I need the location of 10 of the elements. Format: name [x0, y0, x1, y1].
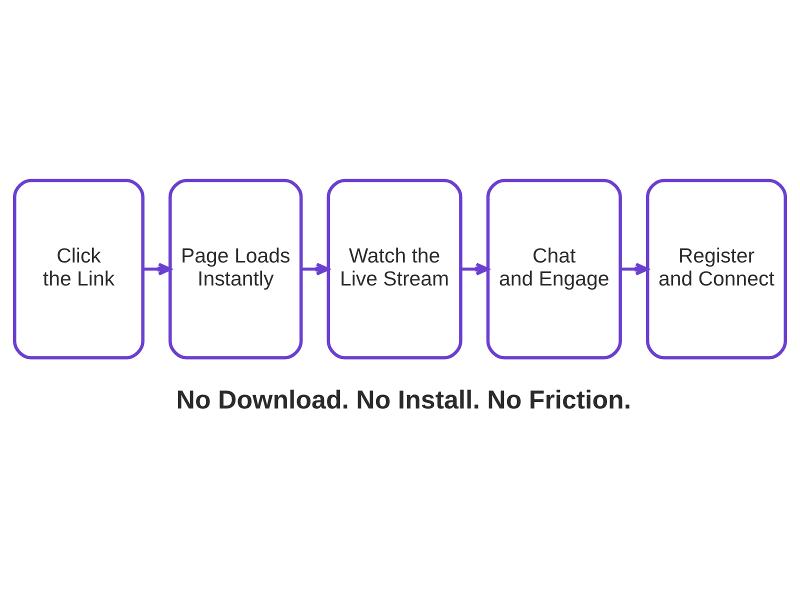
- arrow: [461, 262, 490, 276]
- arrow: [143, 262, 172, 276]
- caption: No Download. No Install. No Friction.: [176, 386, 632, 414]
- node-box: Chat and Engage: [486, 178, 622, 359]
- arrow: [620, 262, 649, 276]
- arrow: [301, 262, 330, 276]
- node-box: Register and Connect: [646, 178, 787, 359]
- node-box: Watch the Live Stream: [326, 178, 462, 359]
- node-box: Page Loads Instantly: [168, 178, 303, 359]
- node-box: Click the Link: [13, 178, 144, 359]
